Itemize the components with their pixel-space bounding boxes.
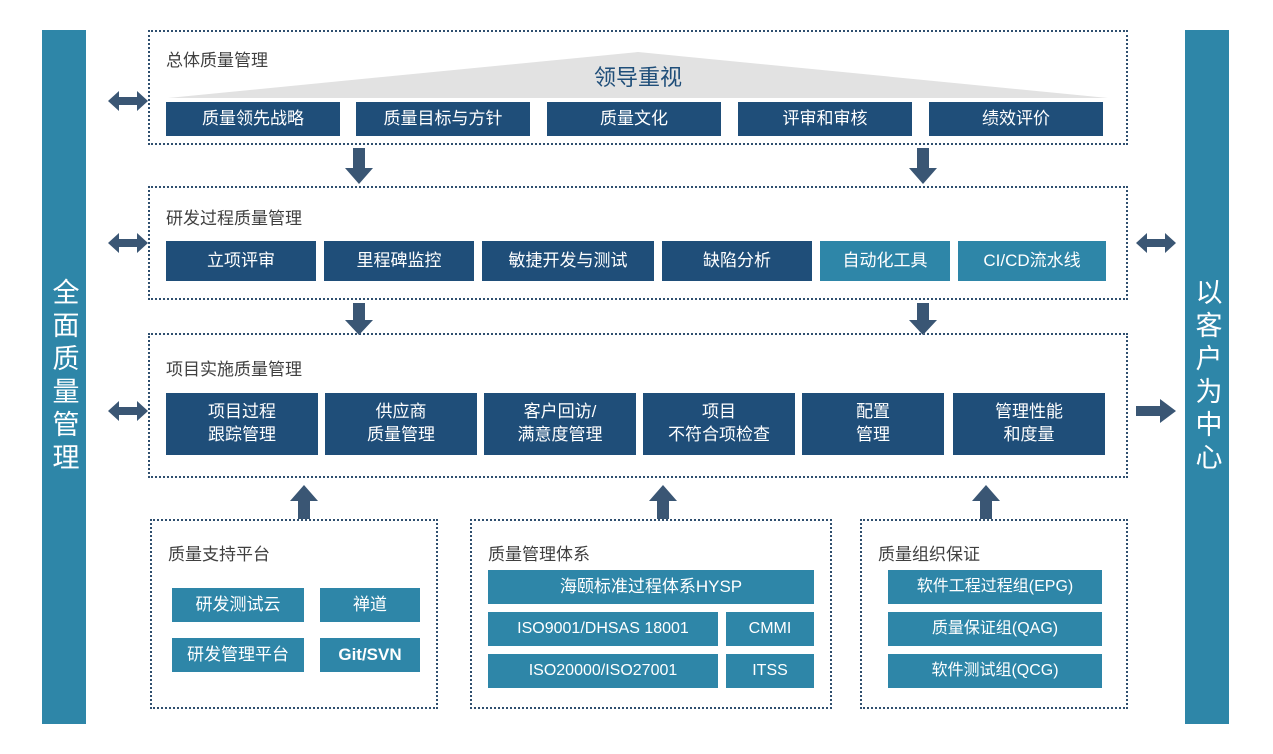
panel-title-quality-support-platform: 质量支持平台 <box>168 545 270 564</box>
arrow-down-rnd-to-project-right <box>908 303 938 335</box>
box-hysp-standard-process-system[interactable]: 海颐标准过程体系HYSP <box>488 570 814 604</box>
box-itss[interactable]: ITSS <box>726 654 814 688</box>
box-quality-goals-policy[interactable]: 质量目标与方针 <box>356 102 530 136</box>
panel-title-quality-management-system: 质量管理体系 <box>488 545 590 564</box>
box-cmmi[interactable]: CMMI <box>726 612 814 646</box>
box-label: 研发管理平台 <box>187 644 289 664</box>
box-label-line2: 和度量 <box>1003 425 1055 444</box>
box-label-line1: 项目过程 <box>208 402 276 422</box>
box-label: 立项评审 <box>207 250 275 270</box>
left-pillar-total-quality-management: 全面质量管理 <box>42 30 86 724</box>
box-project-process-tracking[interactable]: 项目过程 跟踪管理 <box>166 393 318 455</box>
box-label-line1: 项目 <box>702 402 736 422</box>
box-agile-development-and-testing[interactable]: 敏捷开发与测试 <box>482 241 654 281</box>
box-qag-quality-assurance-group[interactable]: 质量保证组(QAG) <box>888 612 1102 646</box>
box-label: 里程碑监控 <box>356 250 442 270</box>
box-label-line2: 管理 <box>856 425 890 444</box>
box-git-svn[interactable]: Git/SVN <box>320 638 420 672</box>
box-iso9001-dhsas18001[interactable]: ISO9001/DHSAS 18001 <box>488 612 718 646</box>
box-rnd-test-cloud[interactable]: 研发测试云 <box>172 588 304 622</box>
box-supplier-quality-management[interactable]: 供应商 质量管理 <box>325 393 477 455</box>
double-arrow-left-project <box>108 398 148 424</box>
box-label: 软件测试组(QCG) <box>931 662 1059 680</box>
right-pillar-customer-centric: 以客户为中心 <box>1185 30 1229 724</box>
box-zentao[interactable]: 禅道 <box>320 588 420 622</box>
box-label-line2: 跟踪管理 <box>208 425 276 444</box>
box-label: 质量文化 <box>600 108 668 128</box>
box-label-line1: 管理性能 <box>995 402 1063 422</box>
arrow-up-system-to-project <box>648 485 678 519</box>
box-quality-culture[interactable]: 质量文化 <box>547 102 721 136</box>
arrow-up-support-to-project <box>289 485 319 519</box>
box-label: 软件工程过程组(EPG) <box>916 578 1074 596</box>
box-performance-evaluation[interactable]: 绩效评价 <box>929 102 1103 136</box>
box-quality-leading-strategy[interactable]: 质量领先战略 <box>166 102 340 136</box>
panel-title-rnd-process-quality-management: 研发过程质量管理 <box>166 209 302 228</box>
box-management-performance-metrics[interactable]: 管理性能 和度量 <box>953 393 1105 455</box>
box-label: ITSS <box>752 662 788 680</box>
box-label: 质量领先战略 <box>202 108 304 128</box>
box-project-initiation-review[interactable]: 立项评审 <box>166 241 316 281</box>
box-label-line1: 配置 <box>856 402 890 422</box>
double-arrow-left-rnd <box>108 230 148 256</box>
box-label-line2: 不符合项检查 <box>668 425 770 444</box>
box-label-line1: 客户回访/ <box>523 402 597 422</box>
box-epg-software-engineering-process-group[interactable]: 软件工程过程组(EPG) <box>888 570 1102 604</box>
double-arrow-left-overall <box>108 88 148 114</box>
box-iso20000-iso27001[interactable]: ISO20000/ISO27001 <box>488 654 718 688</box>
box-label: CMMI <box>748 620 792 638</box>
box-label: Git/SVN <box>338 644 402 664</box>
box-label: ISO9001/DHSAS 18001 <box>517 620 689 638</box>
box-review-and-audit[interactable]: 评审和审核 <box>738 102 912 136</box>
panel-title-overall-quality-management: 总体质量管理 <box>166 51 268 70</box>
box-automation-tools[interactable]: 自动化工具 <box>820 241 950 281</box>
box-cicd-pipeline[interactable]: CI/CD流水线 <box>958 241 1106 281</box>
arrow-right-project <box>1136 398 1176 424</box>
arrow-down-rnd-to-project-left <box>344 303 374 335</box>
box-label-line1: 供应商 <box>375 402 427 422</box>
box-label: 缺陷分析 <box>703 250 771 270</box>
box-label: 海颐标准过程体系HYSP <box>559 576 743 596</box>
box-defect-analysis[interactable]: 缺陷分析 <box>662 241 812 281</box>
arrow-down-overall-to-rnd-left <box>344 148 374 184</box>
box-label: 禅道 <box>353 594 387 614</box>
panel-title-project-implementation-quality-management: 项目实施质量管理 <box>166 360 302 379</box>
box-label: 研发测试云 <box>195 594 281 614</box>
box-label: 自动化工具 <box>842 250 928 270</box>
box-configuration-management[interactable]: 配置 管理 <box>802 393 944 455</box>
box-label: 敏捷开发与测试 <box>508 250 628 270</box>
box-label: ISO20000/ISO27001 <box>528 662 678 680</box>
box-project-nonconformity-check[interactable]: 项目 不符合项检查 <box>643 393 795 455</box>
box-label: 绩效评价 <box>982 108 1050 128</box>
box-label: 评审和审核 <box>782 108 868 128</box>
box-label-line2: 质量管理 <box>367 425 435 444</box>
box-label-line2: 满意度管理 <box>517 425 603 444</box>
arrow-down-overall-to-rnd-right <box>908 148 938 184</box>
box-rnd-management-platform[interactable]: 研发管理平台 <box>172 638 304 672</box>
box-label: CI/CD流水线 <box>983 250 1081 270</box>
box-label: 质量保证组(QAG) <box>931 620 1059 638</box>
leadership-emphasis-triangle <box>168 52 1108 98</box>
panel-title-quality-organization-assurance: 质量组织保证 <box>878 545 980 564</box>
box-label: 质量目标与方针 <box>383 108 503 128</box>
arrow-up-org-to-project <box>971 485 1001 519</box>
box-milestone-monitoring[interactable]: 里程碑监控 <box>324 241 474 281</box>
double-arrow-right-rnd <box>1136 230 1176 256</box>
box-customer-revisit-satisfaction[interactable]: 客户回访/ 满意度管理 <box>484 393 636 455</box>
box-qcg-software-test-group[interactable]: 软件测试组(QCG) <box>888 654 1102 688</box>
